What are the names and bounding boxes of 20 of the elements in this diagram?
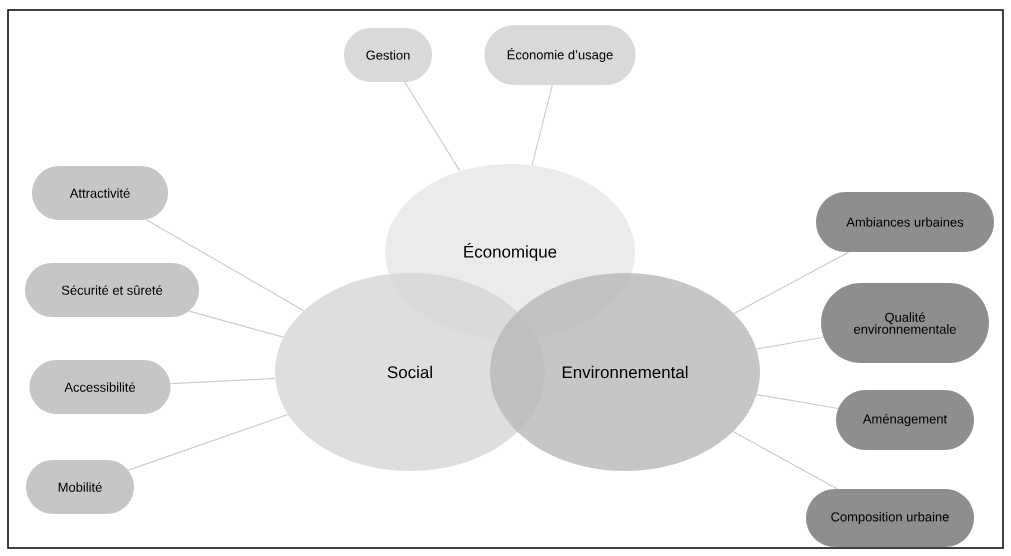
connector-line	[531, 84, 553, 166]
theme-bubble: Composition urbaine	[806, 489, 974, 547]
connector-line	[756, 393, 839, 410]
theme-bubble: Attractivité	[32, 166, 168, 220]
connector-line	[169, 377, 276, 385]
connector-line	[733, 251, 850, 315]
connector-line	[732, 430, 838, 490]
theme-bubble: Mobilité	[26, 460, 134, 514]
theme-bubble: Aménagement	[836, 390, 974, 450]
theme-bubble: Qualité environnementale	[821, 283, 989, 363]
connector-line	[404, 81, 461, 172]
connector-line	[145, 219, 305, 312]
theme-bubble: Accessibilité	[29, 360, 171, 414]
theme-bubble: Ambiances urbaines	[816, 192, 994, 252]
connector-line	[755, 336, 824, 350]
connector-line	[188, 310, 285, 338]
theme-bubble: Économie d’usage	[484, 25, 636, 85]
theme-bubble: Gestion	[344, 28, 432, 82]
connector-line	[127, 413, 289, 471]
theme-bubble: Sécurité et sûreté	[25, 263, 199, 317]
